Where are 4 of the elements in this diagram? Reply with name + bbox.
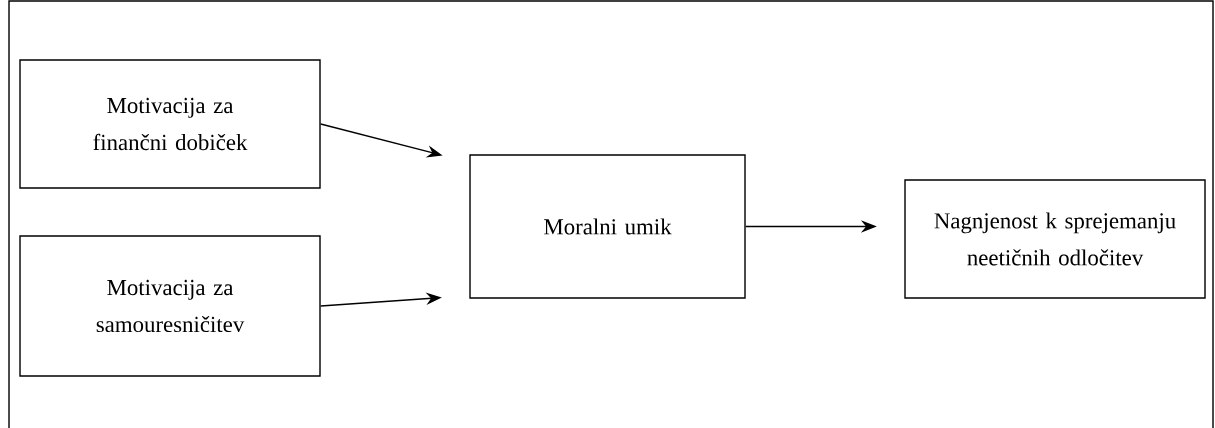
process-box: Motivacija za finančni dobiček (19, 59, 321, 189)
process-box: Motivacija za samouresničitev (19, 235, 321, 377)
process-box: Moralni umik (469, 154, 746, 299)
process-box: Nagnjenost k sprejemanju neetičnih odločitev (904, 179, 1206, 299)
